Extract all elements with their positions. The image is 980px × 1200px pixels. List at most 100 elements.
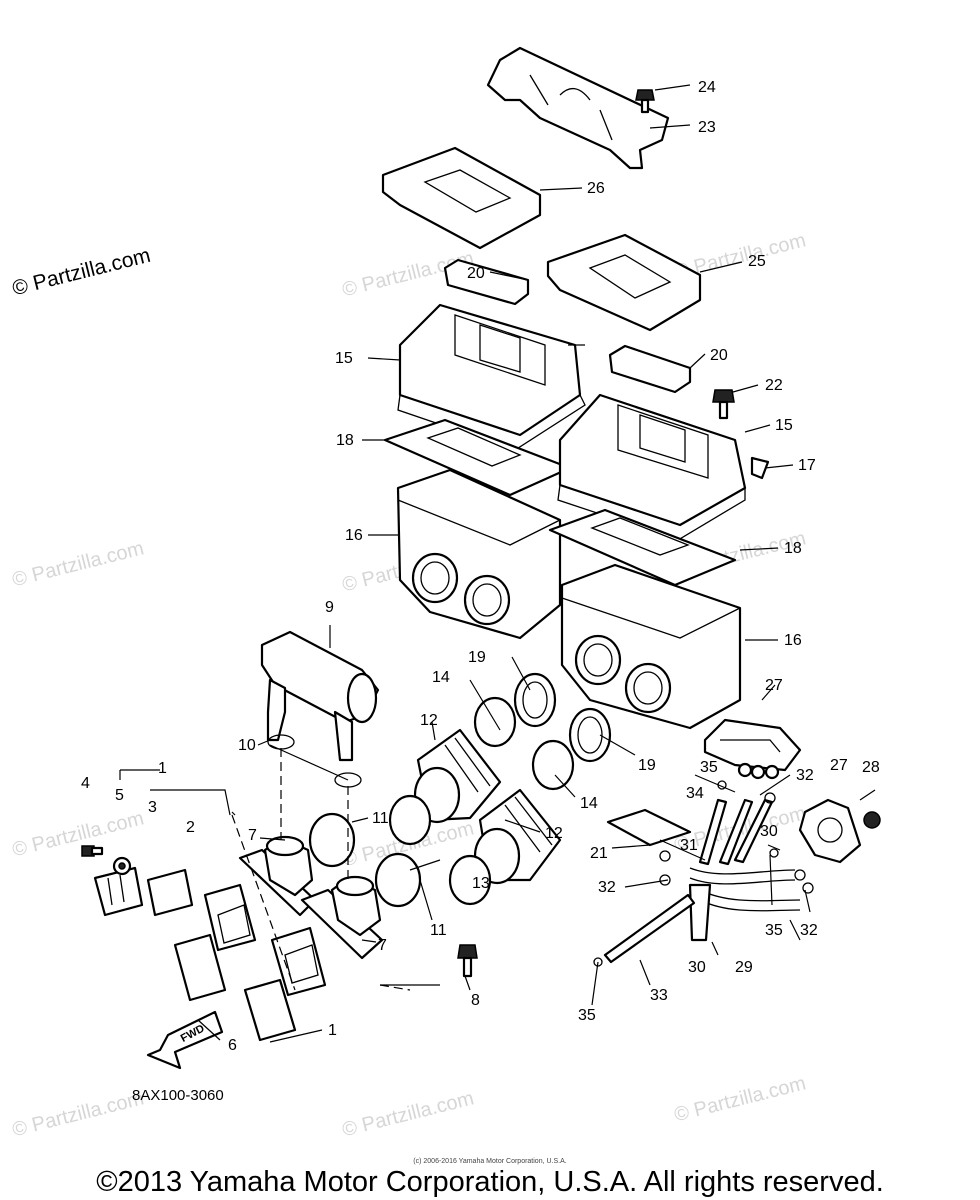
foam-pad-26[interactable]: [381, 146, 542, 250]
callout-14: 14: [432, 669, 450, 686]
fwd-arrow-icon: FWD: [146, 1010, 224, 1070]
carb-joint-7[interactable]: [300, 875, 384, 960]
reed-valve-1[interactable]: [270, 926, 327, 997]
callout-7: 7: [248, 827, 257, 844]
pad-20[interactable]: [443, 258, 530, 306]
callout-32: 32: [800, 922, 818, 939]
carb-joint-7[interactable]: [238, 835, 317, 917]
fuel-pump-27[interactable]: [703, 718, 802, 780]
callout-31: 31: [680, 837, 698, 854]
pad-20[interactable]: [608, 344, 692, 394]
hose-31[interactable]: [718, 798, 754, 866]
callout-32: 32: [598, 879, 616, 896]
clip-32[interactable]: [764, 792, 776, 804]
clamp-11[interactable]: [308, 812, 356, 868]
small-copyright: (c) 2006-2016 Yamaha Motor Corporation, …: [413, 1158, 567, 1165]
callout-13: 13: [472, 875, 490, 892]
callout-24: 24: [698, 79, 716, 96]
clamp-13[interactable]: [388, 794, 432, 846]
clamp-13[interactable]: [448, 854, 492, 906]
callout-17: 17: [798, 457, 816, 474]
hose-30[interactable]: [688, 883, 712, 942]
callout-12: 12: [420, 712, 438, 729]
callout-16: 16: [345, 527, 363, 544]
callout-26: 26: [587, 180, 605, 197]
screw-22[interactable]: [712, 389, 735, 420]
clip-35[interactable]: [769, 848, 779, 858]
callout-19: 19: [468, 649, 486, 666]
callout-11: 11: [372, 810, 389, 827]
callout-27: 27: [765, 677, 783, 694]
reed-plate-2[interactable]: [146, 868, 194, 917]
copyright-footer: ©2013 Yamaha Motor Corporation, U.S.A. A…: [96, 1166, 884, 1198]
callout-10: 10: [238, 737, 256, 754]
filter-21[interactable]: [606, 808, 692, 847]
gasket-6[interactable]: [243, 978, 297, 1042]
clip-32[interactable]: [802, 882, 814, 894]
callout-30: 30: [760, 823, 778, 840]
nut-5[interactable]: [112, 856, 132, 876]
callout-29: 29: [735, 959, 753, 976]
hose-30[interactable]: [733, 798, 774, 864]
airbox-16[interactable]: [396, 468, 562, 640]
callout-16: 16: [784, 632, 802, 649]
callout-5: 5: [115, 787, 124, 804]
foam-pad-25[interactable]: [546, 233, 702, 332]
airbox-cover-15[interactable]: [557, 393, 747, 541]
screw-17[interactable]: [750, 456, 770, 480]
reed-valve-1[interactable]: [203, 883, 257, 952]
callout-30: 30: [688, 959, 706, 976]
reed-plate-3[interactable]: [93, 866, 144, 917]
clamp-11[interactable]: [374, 852, 422, 908]
callout-35: 35: [578, 1007, 596, 1024]
callout-35: 35: [700, 759, 718, 776]
bolt-8[interactable]: [457, 944, 478, 978]
callout-22: 22: [765, 377, 783, 394]
guide-line: [231, 748, 411, 991]
callout-4: 4: [81, 775, 90, 792]
callout-11: 11: [430, 922, 447, 939]
hose-33[interactable]: [603, 893, 696, 964]
callout-15: 15: [775, 417, 793, 434]
callout-6: 6: [228, 1037, 237, 1054]
callout-33: 33: [650, 987, 668, 1004]
hose-34[interactable]: [698, 798, 728, 866]
tube-9[interactable]: [260, 630, 380, 762]
clip-32[interactable]: [794, 869, 806, 881]
callout-7: 7: [378, 937, 387, 954]
screw-4[interactable]: [81, 845, 104, 857]
callout-12: 12: [545, 825, 563, 842]
clip-32[interactable]: [659, 874, 671, 886]
callout-1: 1: [328, 1022, 337, 1039]
callout-3: 3: [148, 799, 157, 816]
clamp-14[interactable]: [531, 739, 575, 791]
gasket-18[interactable]: [548, 508, 737, 587]
callout-23: 23: [698, 119, 716, 136]
callout-9: 9: [325, 599, 334, 616]
airbox-16[interactable]: [560, 563, 742, 730]
callout-32: 32: [796, 767, 814, 784]
clip-32[interactable]: [659, 850, 671, 862]
callout-35: 35: [765, 922, 783, 939]
clip-10[interactable]: [267, 734, 295, 750]
diagram-code: 8AX100-3060: [132, 1087, 224, 1104]
callout-2: 2: [186, 819, 195, 836]
callout-18: 18: [784, 540, 802, 557]
airbox-cover-15[interactable]: [397, 303, 586, 451]
fuel-pump-27[interactable]: [798, 798, 862, 864]
leader-lines: [197, 84, 876, 1043]
bolt-24[interactable]: [635, 89, 655, 114]
ring-19[interactable]: [568, 707, 612, 763]
bracket-line: [119, 769, 440, 986]
callout-21: 21: [590, 845, 608, 862]
ring-19[interactable]: [513, 672, 557, 728]
bracket-23[interactable]: [486, 46, 670, 170]
nut-28[interactable]: [863, 811, 881, 829]
hose-29[interactable]: [689, 867, 801, 912]
callout-14: 14: [580, 795, 598, 812]
gasket-6[interactable]: [173, 933, 227, 1002]
callout-34: 34: [686, 785, 704, 802]
callout-8: 8: [471, 992, 480, 1009]
